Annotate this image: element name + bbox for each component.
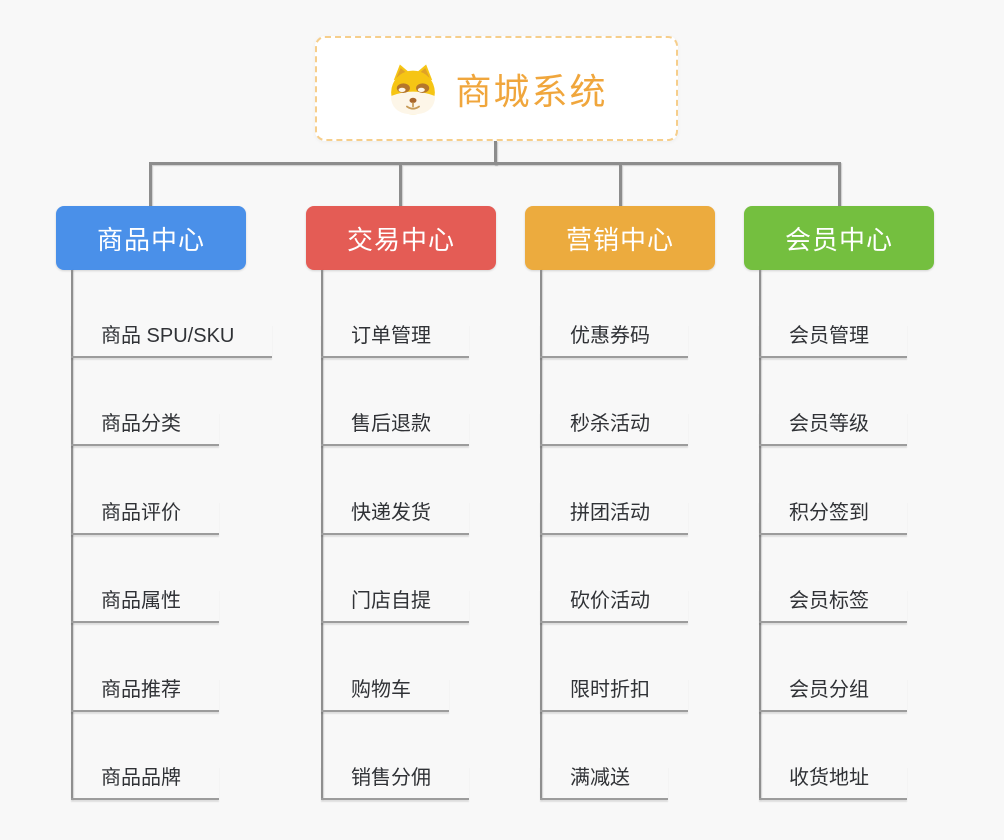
mindmap-item[interactable]: 商品品牌 — [71, 766, 219, 800]
dog-face-icon — [391, 64, 436, 114]
branch-node-product-center[interactable]: 商品中心 — [56, 206, 246, 270]
root-node[interactable]: 商城系统 — [315, 36, 678, 141]
mindmap-item[interactable]: 购物车 — [321, 678, 449, 712]
mindmap-item[interactable]: 拼团活动 — [540, 501, 688, 535]
mindmap-item[interactable]: 会员标签 — [759, 589, 907, 623]
branch-spine — [71, 270, 73, 800]
mindmap-item[interactable]: 销售分佣 — [321, 766, 469, 800]
connector-drop-member — [838, 165, 841, 206]
mindmap-item[interactable]: 商品分类 — [71, 412, 219, 446]
branch-spine — [759, 270, 761, 800]
mindmap-item[interactable]: 商品评价 — [71, 501, 219, 535]
branch-node-member-center[interactable]: 会员中心 — [744, 206, 934, 270]
connector-drop-marketing — [619, 165, 622, 206]
mindmap-item[interactable]: 砍价活动 — [540, 589, 688, 623]
mindmap-item[interactable]: 会员等级 — [759, 412, 907, 446]
mindmap-item[interactable]: 积分签到 — [759, 501, 907, 535]
connector-drop-product — [149, 165, 152, 206]
mindmap-item[interactable]: 限时折扣 — [540, 678, 688, 712]
branch-spine — [540, 270, 542, 800]
branch-node-trade-center[interactable]: 交易中心 — [306, 206, 496, 270]
mindmap-item[interactable]: 商品 SPU/SKU — [71, 324, 273, 358]
branch-member-center: 会员中心 会员管理 会员等级 积分签到 会员标签 会员分组 收货地址 — [744, 206, 1004, 816]
mindmap-item[interactable]: 商品推荐 — [71, 678, 219, 712]
mindmap-item[interactable]: 售后退款 — [321, 412, 469, 446]
branch-trade-center: 交易中心 订单管理 售后退款 快递发货 门店自提 购物车 销售分佣 — [306, 206, 576, 816]
connector-root-stub — [494, 141, 497, 165]
connector-horizontal-bus — [149, 162, 841, 165]
mindmap-item[interactable]: 会员管理 — [759, 324, 907, 358]
branch-node-marketing-center[interactable]: 营销中心 — [525, 206, 715, 270]
mindmap-item[interactable]: 秒杀活动 — [540, 412, 688, 446]
mindmap-item[interactable]: 优惠券码 — [540, 324, 688, 358]
root-title: 商城系统 — [455, 70, 608, 112]
mindmap-item[interactable]: 订单管理 — [321, 324, 469, 358]
connector-drop-trade — [399, 165, 402, 206]
mindmap-item[interactable]: 快递发货 — [321, 501, 469, 535]
mindmap-item[interactable]: 门店自提 — [321, 589, 469, 623]
mindmap-item[interactable]: 商品属性 — [71, 589, 219, 623]
mindmap-item[interactable]: 满减送 — [540, 766, 668, 800]
branch-marketing-center: 营销中心 优惠券码 秒杀活动 拼团活动 砍价活动 限时折扣 满减送 — [525, 206, 795, 816]
branch-product-center: 商品中心 商品 SPU/SKU 商品分类 商品评价 商品属性 商品推荐 商品品牌 — [56, 206, 326, 816]
mindmap-item[interactable]: 收货地址 — [759, 766, 907, 800]
mindmap-item[interactable]: 会员分组 — [759, 678, 907, 712]
branch-spine — [321, 270, 323, 800]
